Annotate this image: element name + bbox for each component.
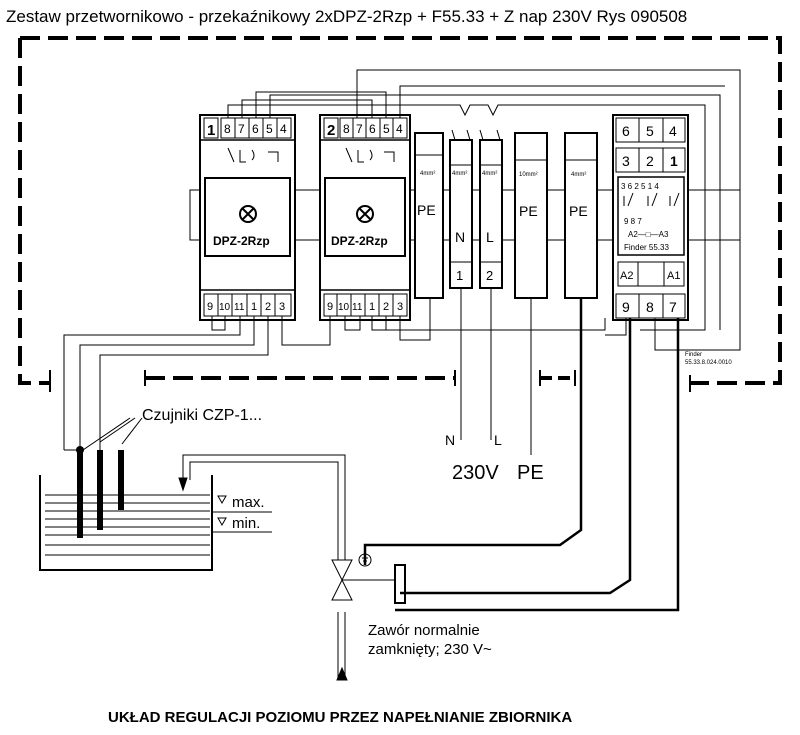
valve-label-line-2: zamknięty; 230 V~ bbox=[368, 641, 492, 658]
relay-2: 2 8 7 6 5 4 DPZ-2Rzp 9 10 11 1 2 3 bbox=[319, 114, 411, 321]
relay-2-model: DPZ-2Rzp bbox=[331, 234, 388, 248]
svg-text:PE: PE bbox=[569, 203, 588, 219]
supply-n-label: N bbox=[445, 432, 455, 448]
svg-text:5: 5 bbox=[646, 123, 654, 139]
svg-text:9 8 7: 9 8 7 bbox=[624, 217, 642, 226]
svg-text:3: 3 bbox=[622, 153, 630, 169]
svg-text:2: 2 bbox=[486, 268, 493, 283]
relay-1-terminal-2: 2 bbox=[265, 301, 271, 313]
supply-voltage-label: 230V bbox=[452, 462, 499, 484]
relay-1-indicator-icon bbox=[239, 205, 257, 223]
relay-1-terminal-4: 4 bbox=[280, 122, 287, 136]
valve-wiring bbox=[363, 298, 680, 612]
level-probes bbox=[64, 446, 124, 538]
tank bbox=[39, 475, 213, 571]
relay-1-terminal-1: 1 bbox=[251, 301, 257, 313]
inlet-pipe bbox=[178, 454, 348, 681]
svg-text:N: N bbox=[455, 229, 465, 245]
relay-1: 1 8 7 6 5 4 DPZ-2Rzp 9 10 11 1 2 3 bbox=[199, 114, 296, 321]
sensor-leaders bbox=[79, 417, 143, 453]
relay-2-terminal-10: 10 bbox=[338, 302, 350, 313]
relay-1-number: 1 bbox=[207, 122, 215, 139]
svg-text:Finder 55.33: Finder 55.33 bbox=[624, 243, 669, 252]
finder-code-line-1: Finder bbox=[685, 352, 702, 358]
supply-l-label: L bbox=[494, 432, 502, 448]
svg-text:A2—□—A3: A2—□—A3 bbox=[628, 230, 669, 239]
relay-1-terminal-8: 8 bbox=[224, 122, 231, 136]
svg-text:2: 2 bbox=[646, 153, 654, 169]
level-markers bbox=[212, 495, 272, 533]
level-max-label: max. bbox=[232, 494, 265, 511]
svg-text:PE: PE bbox=[519, 203, 538, 219]
svg-text:6: 6 bbox=[622, 123, 630, 139]
relay-1-model: DPZ-2Rzp bbox=[213, 234, 270, 248]
relay-2-terminal-9: 9 bbox=[327, 301, 333, 313]
finder-code-line-2: 55.33.8.024.0010 bbox=[685, 360, 732, 366]
relay-1-terminal-3: 3 bbox=[279, 301, 285, 313]
svg-text:4mm²: 4mm² bbox=[420, 171, 435, 177]
svg-text:10mm²: 10mm² bbox=[519, 172, 538, 178]
relay-2-terminal-3: 3 bbox=[397, 301, 403, 313]
relay-1-terminal-9: 9 bbox=[207, 301, 213, 313]
svg-text:4: 4 bbox=[669, 123, 677, 139]
sensors-label: Czujniki CZP-1... bbox=[142, 407, 262, 424]
top-wiring bbox=[227, 69, 741, 351]
svg-text:8: 8 bbox=[646, 299, 654, 315]
relay-2-number: 2 bbox=[327, 122, 335, 139]
relay-2-terminal-8: 8 bbox=[343, 122, 350, 136]
relay-1-terminal-10: 10 bbox=[219, 302, 231, 313]
level-min-label: min. bbox=[232, 515, 260, 532]
svg-text:A1: A1 bbox=[667, 270, 680, 282]
relay-1-terminal-11: 11 bbox=[234, 302, 245, 313]
finder-relay: 6 5 4 3 2 1 3 6 2 5 1 4 9 8 7 A2—□—A3 Fi… bbox=[612, 114, 689, 321]
relay-2-indicator-icon bbox=[356, 205, 374, 223]
svg-text:1: 1 bbox=[456, 268, 463, 283]
svg-text:4mm²: 4mm² bbox=[571, 172, 586, 178]
enclosure-ticks bbox=[49, 370, 691, 392]
relay-2-terminal-11: 11 bbox=[352, 302, 363, 313]
relay-2-terminal-6: 6 bbox=[369, 122, 376, 136]
svg-text:7: 7 bbox=[669, 299, 677, 315]
relay-2-terminal-2: 2 bbox=[383, 301, 389, 313]
relay-2-terminal-5: 5 bbox=[383, 122, 390, 136]
svg-text:A2: A2 bbox=[620, 270, 633, 282]
svg-text:L: L bbox=[486, 229, 494, 245]
supply-pe-label: PE bbox=[517, 462, 544, 484]
terminal-block-l: 4mm² L 2 bbox=[479, 139, 503, 289]
diagram-footer: UKŁAD REGULACJI POZIOMU PRZEZ NAPEŁNIANI… bbox=[108, 709, 572, 726]
relay-2-terminal-7: 7 bbox=[356, 122, 363, 136]
svg-text:4mm²: 4mm² bbox=[482, 171, 497, 177]
svg-text:PE: PE bbox=[417, 202, 436, 218]
svg-text:3 6 2 5 1 4: 3 6 2 5 1 4 bbox=[621, 182, 659, 191]
solenoid-valve bbox=[331, 553, 406, 604]
svg-text:9: 9 bbox=[622, 299, 630, 315]
relay-2-terminal-1: 1 bbox=[369, 301, 375, 313]
relay-1-terminal-6: 6 bbox=[252, 122, 259, 136]
svg-text:4mm²: 4mm² bbox=[452, 171, 467, 177]
svg-text:1: 1 bbox=[670, 153, 678, 169]
valve-label-line-1: Zawór normalnie bbox=[368, 622, 480, 639]
relay-2-terminal-4: 4 bbox=[396, 122, 403, 136]
terminal-block-pe-1: 4mm² PE bbox=[414, 132, 444, 299]
terminal-block-n: 4mm² N 1 bbox=[449, 139, 473, 289]
terminal-block-pe-3: 4mm² PE bbox=[564, 132, 598, 299]
enclosure-outline bbox=[18, 36, 782, 385]
diagram-title: Zestaw przetwornikowo - przekaźnikowy 2x… bbox=[6, 7, 687, 26]
relay-1-terminal-5: 5 bbox=[266, 122, 273, 136]
bottom-wiring bbox=[63, 288, 627, 455]
terminal-block-pe-2: 10mm² PE bbox=[514, 132, 548, 299]
relay-1-terminal-7: 7 bbox=[238, 122, 245, 136]
